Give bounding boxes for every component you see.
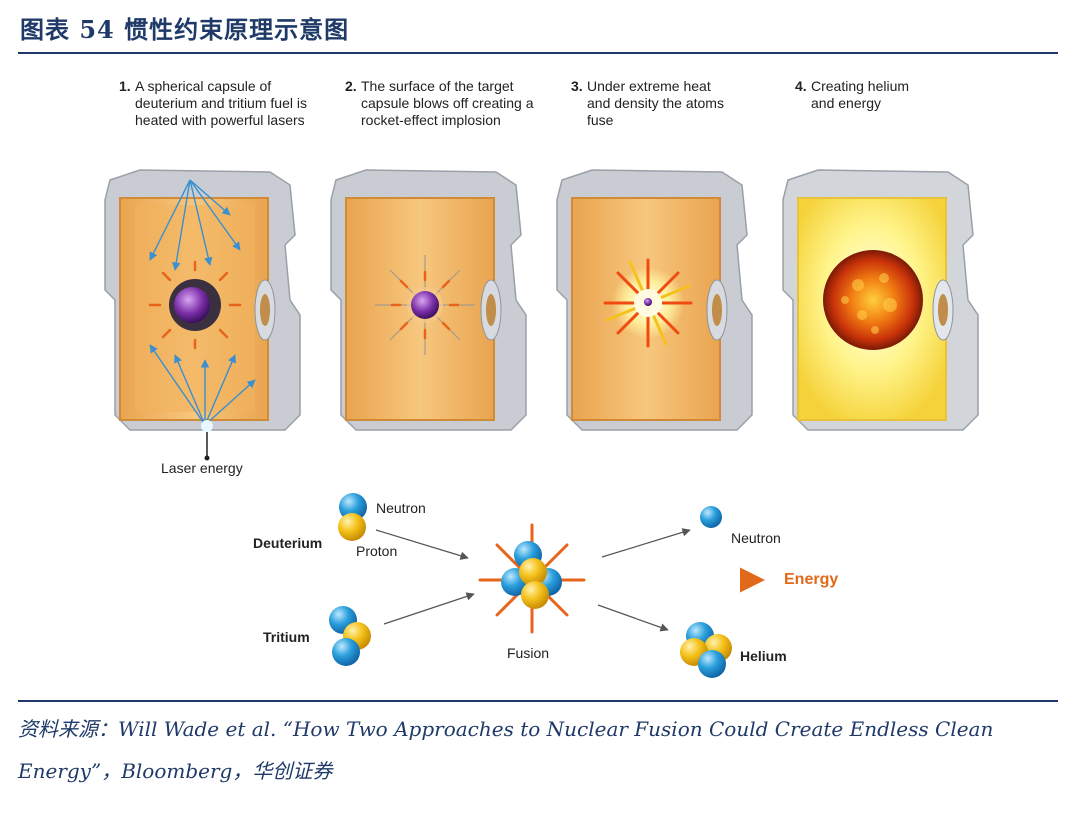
fusion-label: Fusion <box>507 645 550 661</box>
helium-label: Helium <box>740 648 787 664</box>
neutron-out-arrow <box>601 528 691 558</box>
neutron-out-label: Neutron <box>731 530 781 546</box>
deuterium-label: Deuterium <box>253 535 323 551</box>
chamber-2 <box>330 169 527 431</box>
chamber-4 <box>782 169 979 431</box>
step-2-number: 2. <box>345 78 357 94</box>
neutron-out-particle <box>700 506 722 528</box>
deuterium-arrow <box>375 529 469 560</box>
step-3-number: 3. <box>571 78 583 94</box>
neutron-in-label: Neutron <box>376 500 426 516</box>
step-2: 2. The surface of the target capsule blo… <box>345 78 541 129</box>
fusion-burst <box>478 523 586 634</box>
chamber-1 <box>104 169 301 461</box>
laser-energy-label: Laser energy <box>161 460 243 476</box>
chamber-3 <box>556 169 753 431</box>
helium-arrow <box>597 604 669 632</box>
title-divider <box>18 52 1058 54</box>
figure-title: 图表 54 惯性约束原理示意图 <box>20 15 350 44</box>
step-1-number: 1. <box>119 78 131 94</box>
step-4-number: 4. <box>795 78 807 94</box>
energy-label: Energy <box>784 571 839 588</box>
step-3: 3. Under extreme heat and density the at… <box>571 78 727 129</box>
tritium-arrow <box>383 592 475 625</box>
step-3-text: Under extreme heat and density the atoms… <box>587 78 724 128</box>
step-4-text: Creating helium and energy <box>811 78 910 111</box>
tritium-atom <box>329 606 371 666</box>
helium-atom <box>680 622 732 678</box>
proton-label: Proton <box>356 543 398 559</box>
step-4: 4. Creating helium and energy <box>795 78 931 112</box>
source-note: 资料来源：Will Wade et al. “How Two Approache… <box>18 717 994 783</box>
step-1: 1. A spherical capsule of deuterium and … <box>119 78 315 129</box>
step-2-text: The surface of the target capsule blows … <box>361 78 534 128</box>
source-divider <box>18 700 1058 702</box>
deuterium-atom <box>338 493 367 541</box>
step-1-text: A spherical capsule of deuterium and tri… <box>135 78 307 128</box>
tritium-label: Tritium <box>263 629 310 645</box>
